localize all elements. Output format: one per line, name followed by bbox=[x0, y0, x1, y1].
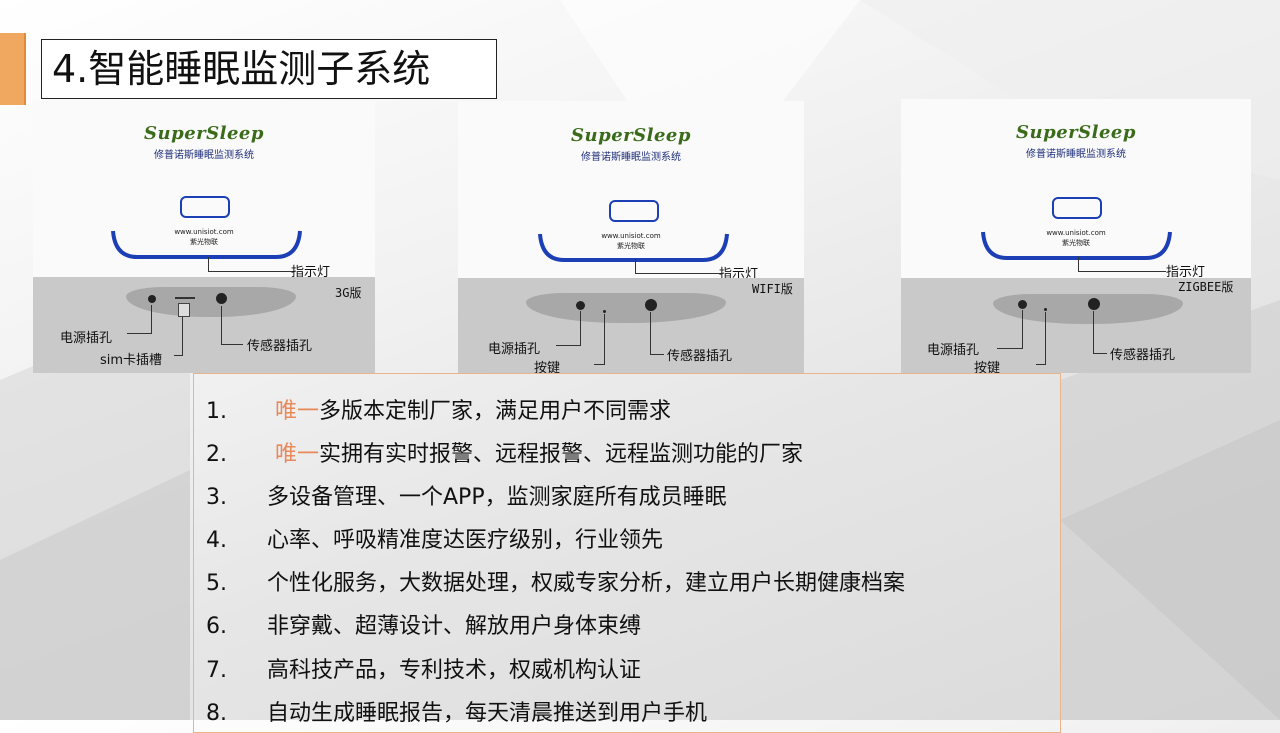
brand-subtitle: 修普诺斯睡眠监测系统 bbox=[1026, 149, 1126, 160]
list-item: 2.唯一实拥有实时报警、远程报警、远程监测功能的厂家 bbox=[206, 442, 804, 467]
brand-logo: SuperSleep bbox=[571, 125, 691, 146]
list-item: 7.高科技产品，专利技术，权威机构认证 bbox=[206, 658, 642, 683]
reset-button bbox=[1044, 308, 1047, 311]
device-url: www.unisiot.com bbox=[601, 232, 661, 240]
power-jack bbox=[1018, 300, 1027, 309]
device-url: www.unisiot.com bbox=[174, 228, 234, 236]
sensor-jack-label: 传感器插孔 bbox=[667, 349, 733, 364]
device-base bbox=[993, 294, 1183, 324]
button-label: 按键 bbox=[974, 361, 1001, 373]
indicator-label: 指示灯 bbox=[291, 265, 331, 280]
device-image: SuperSleep 修普诺斯睡眠监测系统 www.unisiot.com 紫光… bbox=[901, 99, 1251, 278]
version-label-wifi: WIFI版 bbox=[752, 282, 793, 296]
version-label-3g: 3G版 bbox=[335, 286, 362, 300]
list-item: 6.非穿戴、超薄设计、解放用户身体束缚 bbox=[206, 614, 642, 639]
version-label-zigbee: ZIGBEE版 bbox=[1178, 280, 1234, 294]
brand-logo: SuperSleep bbox=[144, 123, 264, 144]
indicator-light-strip bbox=[111, 230, 302, 259]
device-panel-wifi: SuperSleep 修普诺斯睡眠监测系统 www.unisiot.com 紫光… bbox=[458, 101, 804, 373]
accent-bar bbox=[0, 33, 26, 105]
device-image: SuperSleep 修普诺斯睡眠监测系统 www.unisiot.com 紫光… bbox=[33, 101, 375, 277]
power-jack-label: 电源插孔 bbox=[60, 331, 113, 346]
power-jack bbox=[148, 295, 156, 303]
indicator-led bbox=[180, 196, 230, 218]
indicator-led bbox=[609, 200, 659, 222]
sensor-jack bbox=[216, 293, 227, 304]
indicator-led bbox=[1052, 197, 1102, 219]
sensor-jack-label: 传感器插孔 bbox=[1110, 348, 1176, 363]
power-jack-label: 电源插孔 bbox=[927, 343, 980, 358]
indicator-light-strip bbox=[538, 233, 729, 262]
device-company: 紫光物联 bbox=[617, 242, 645, 250]
brand-subtitle: 修普诺斯睡眠监测系统 bbox=[581, 152, 681, 163]
device-company: 紫光物联 bbox=[1062, 239, 1090, 247]
brand-subtitle: 修普诺斯睡眠监测系统 bbox=[154, 150, 254, 161]
sim-slot bbox=[178, 303, 190, 317]
reset-button bbox=[603, 310, 606, 313]
list-item: 1.唯一多版本定制厂家，满足用户不同需求 bbox=[206, 399, 672, 424]
highlight-text: 唯一 bbox=[275, 442, 320, 467]
device-base bbox=[526, 293, 726, 323]
power-jack-label: 电源插孔 bbox=[488, 342, 541, 357]
device-panel-zigbee: SuperSleep 修普诺斯睡眠监测系统 www.unisiot.com 紫光… bbox=[901, 99, 1251, 373]
indicator-light-strip bbox=[981, 231, 1172, 260]
sim-slot-label: sim卡插槽 bbox=[100, 353, 163, 368]
list-item: 8.自动生成睡眠报告，每天清晨推送到用户手机 bbox=[206, 701, 708, 726]
sensor-jack-label: 传感器插孔 bbox=[247, 339, 313, 354]
list-item: 4.心率、呼吸精准度达医疗级别，行业领先 bbox=[206, 528, 664, 553]
device-company: 紫光物联 bbox=[190, 238, 218, 246]
brand-logo: SuperSleep bbox=[1016, 122, 1136, 143]
sensor-jack bbox=[645, 299, 657, 311]
device-image: SuperSleep 修普诺斯睡眠监测系统 www.unisiot.com 紫光… bbox=[458, 101, 804, 278]
highlight-text: 唯一 bbox=[275, 399, 320, 424]
power-jack bbox=[576, 301, 585, 310]
page-title: 4.智能睡眠监测子系统 bbox=[41, 39, 497, 99]
sensor-jack bbox=[1088, 298, 1100, 310]
list-item: 3.多设备管理、一个APP，监测家庭所有成员睡眠 bbox=[206, 485, 727, 510]
indicator-label: 指示灯 bbox=[1166, 265, 1206, 280]
device-panel-3g: SuperSleep 修普诺斯睡眠监测系统 www.unisiot.com 紫光… bbox=[33, 101, 375, 373]
list-item: 5.个性化服务，大数据处理，权威专家分析，建立用户长期健康档案 bbox=[206, 571, 906, 596]
device-url: www.unisiot.com bbox=[1046, 229, 1106, 237]
button-label: 按键 bbox=[534, 361, 561, 373]
